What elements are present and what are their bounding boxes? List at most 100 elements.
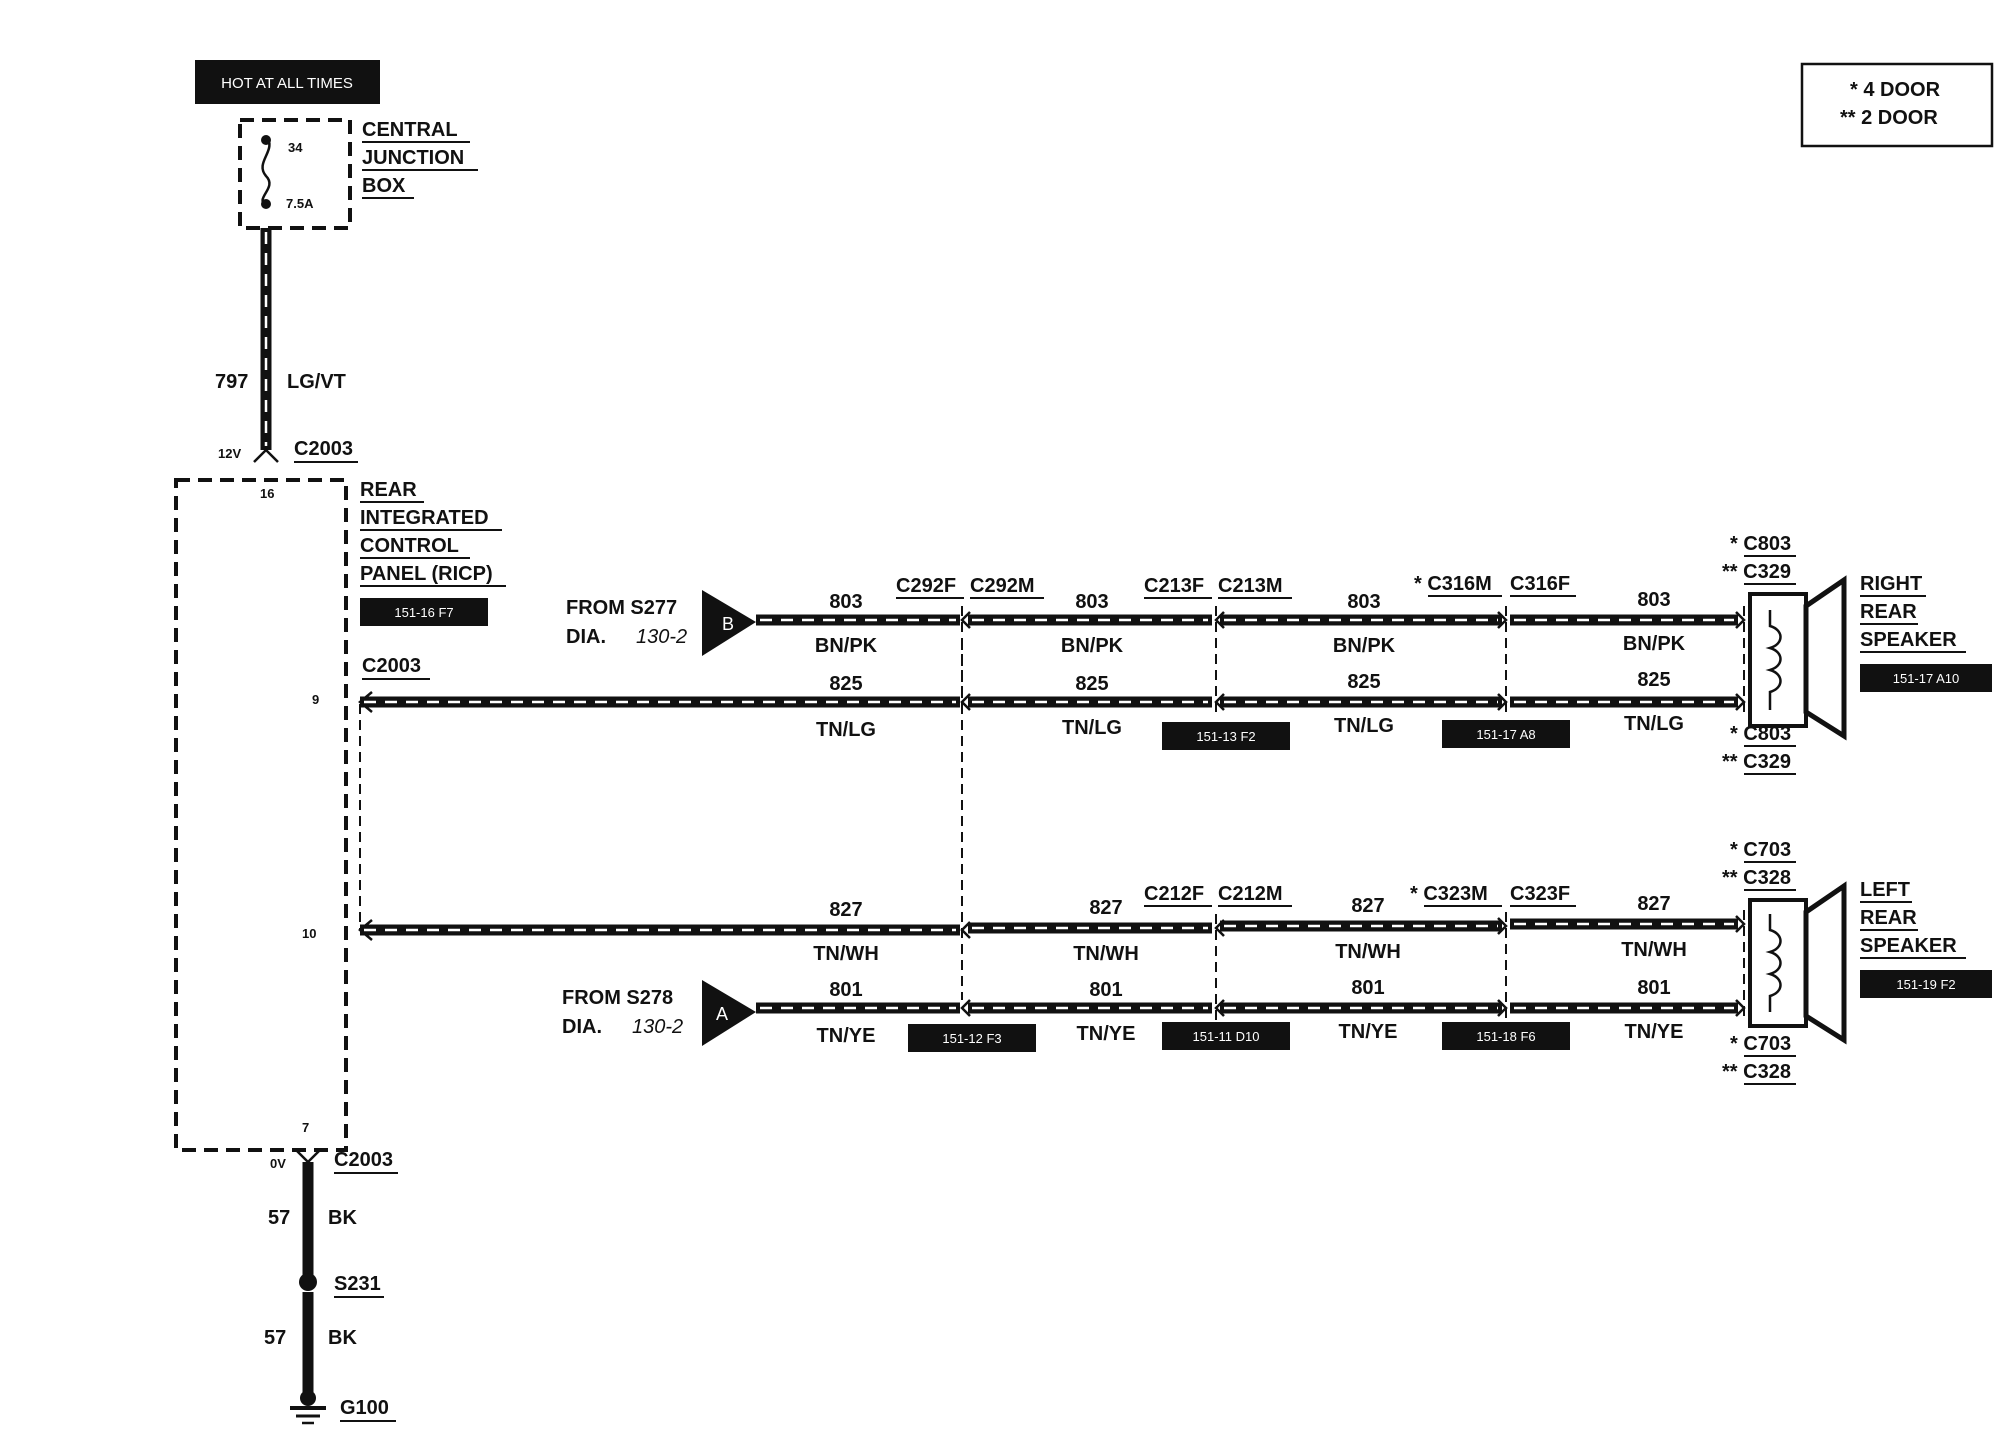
fuse-rating: 7.5A bbox=[286, 196, 314, 211]
right-speaker-coil bbox=[1765, 610, 1782, 710]
fuse-terminal-top bbox=[261, 135, 271, 145]
ref-151-17-a10: 151-17 A10 bbox=[1893, 671, 1960, 686]
cjb-label-line1: CENTRAL bbox=[362, 119, 458, 141]
connector-c212m: C212M bbox=[1218, 883, 1282, 905]
color-tnlg-4: TN/LG bbox=[1624, 713, 1684, 735]
wire-825-label-4: 825 bbox=[1637, 669, 1670, 691]
from-s278-page: 130-2 bbox=[632, 1016, 683, 1038]
connector-c213m: C213M bbox=[1218, 575, 1282, 597]
connector-c213f: C213F bbox=[1144, 575, 1204, 597]
wire-801-label-1: 801 bbox=[829, 979, 862, 1001]
wire-803-label-4: 803 bbox=[1637, 589, 1670, 611]
right-speaker-cone bbox=[1803, 575, 1847, 741]
left-rear-speaker: * C703 ** C328 * C703 ** C328 LEFT REAR … bbox=[1722, 839, 1992, 1085]
legend-4-door: * 4 DOOR bbox=[1850, 79, 1941, 101]
color-bk-upper: BK bbox=[328, 1207, 357, 1229]
color-tnwh-3: TN/WH bbox=[1335, 941, 1401, 963]
connector-c292f: C292F bbox=[896, 575, 956, 597]
left-speaker-label-2: REAR bbox=[1860, 907, 1917, 929]
color-tnlg-3: TN/LG bbox=[1334, 715, 1394, 737]
right-bot-c329: ** C329 bbox=[1722, 751, 1791, 773]
color-bnpk-1: BN/PK bbox=[815, 635, 878, 657]
fuse-number: 34 bbox=[288, 140, 303, 155]
connector-c316m: * C316M bbox=[1414, 573, 1492, 595]
pin-7: 7 bbox=[302, 1120, 309, 1135]
wire-825-label-3: 825 bbox=[1347, 671, 1380, 693]
legend-2-door: ** 2 DOOR bbox=[1840, 107, 1938, 129]
voltage-0v: 0V bbox=[270, 1156, 286, 1171]
color-tnwh-4: TN/WH bbox=[1621, 939, 1687, 961]
color-tnlg-1: TN/LG bbox=[816, 719, 876, 741]
wire-801-label-4: 801 bbox=[1637, 977, 1670, 999]
right-speaker-magnet bbox=[1748, 592, 1808, 728]
color-lg-vt: LG/VT bbox=[287, 371, 346, 393]
connector-c2003-mid: C2003 bbox=[362, 655, 421, 677]
right-speaker-label-2: REAR bbox=[1860, 601, 1917, 623]
connector-c212f: C212F bbox=[1144, 883, 1204, 905]
ref-151-11-d10: 151-11 D10 bbox=[1193, 1029, 1260, 1044]
wire-825-label-1: 825 bbox=[829, 673, 862, 695]
ref-151-12-f3: 151-12 F3 bbox=[942, 1031, 1001, 1046]
color-tnye-2: TN/YE bbox=[1077, 1023, 1136, 1045]
ground-symbol-dot bbox=[300, 1390, 316, 1406]
color-tnwh-1: TN/WH bbox=[813, 943, 879, 965]
from-s277-dia: DIA. bbox=[566, 626, 606, 648]
connector-c292m: C292M bbox=[970, 575, 1034, 597]
source-s277: FROM S277 DIA. 130-2 B bbox=[566, 590, 756, 656]
cjb-label-line2: JUNCTION bbox=[362, 147, 464, 169]
from-s278: FROM S278 bbox=[562, 987, 673, 1009]
right-speaker-label-3: SPEAKER bbox=[1860, 629, 1957, 651]
ref-151-13-f2: 151-13 F2 bbox=[1196, 729, 1255, 744]
hot-at-all-times-badge bbox=[195, 60, 380, 104]
ricp-ref-badge bbox=[360, 598, 488, 626]
reference-badges: 151-13 F2 151-17 A8 151-12 F3 151-11 D10… bbox=[908, 720, 1570, 1052]
source-b-arrow bbox=[702, 590, 756, 656]
ref-151-18-f6: 151-18 F6 bbox=[1476, 1029, 1535, 1044]
color-tnye-1: TN/YE bbox=[817, 1025, 876, 1047]
ref-151-17-a8: 151-17 A8 bbox=[1476, 727, 1535, 742]
circuit-57-lower: 57 bbox=[264, 1327, 286, 1349]
splice-s231-label: S231 bbox=[334, 1273, 381, 1295]
ground-section: 0V C2003 57 BK S231 57 BK G100 bbox=[264, 1149, 398, 1425]
connector-c2003-top-symbol bbox=[253, 448, 279, 463]
ricp-label-line2: INTEGRATED bbox=[360, 507, 489, 529]
wire-803-label-3: 803 bbox=[1347, 591, 1380, 613]
source-s278: FROM S278 DIA. 130-2 A bbox=[562, 980, 756, 1046]
ricp-module: REAR INTEGRATED CONTROL PANEL (RICP) 151… bbox=[174, 478, 963, 1152]
pin-9-connector bbox=[358, 691, 373, 713]
wire-827-label-4: 827 bbox=[1637, 893, 1670, 915]
wire-827-label-1: 827 bbox=[829, 899, 862, 921]
wire-801-label-2: 801 bbox=[1089, 979, 1122, 1001]
color-tnye-4: TN/YE bbox=[1625, 1021, 1684, 1043]
left-speaker-label-3: SPEAKER bbox=[1860, 935, 1957, 957]
left-top-c328: ** C328 bbox=[1722, 867, 1791, 889]
left-speaker-cone bbox=[1803, 881, 1847, 1045]
hot-at-all-times-text: HOT AT ALL TIMES bbox=[221, 75, 353, 92]
left-bot-c328: ** C328 bbox=[1722, 1061, 1791, 1083]
source-a-letter: A bbox=[716, 1004, 728, 1024]
wire-825-label-2: 825 bbox=[1075, 673, 1108, 695]
ground-g100: G100 bbox=[340, 1397, 389, 1419]
left-bot-c703: * C703 bbox=[1730, 1033, 1791, 1055]
ricp-label-line4: PANEL (RICP) bbox=[360, 563, 493, 585]
door-legend: * 4 DOOR ** 2 DOOR bbox=[1800, 62, 1994, 148]
wire-827-run bbox=[360, 918, 1738, 936]
color-bk-lower: BK bbox=[328, 1327, 357, 1349]
connector-c316f: C316F bbox=[1510, 573, 1570, 595]
wire-827-label-2: 827 bbox=[1089, 897, 1122, 919]
ricp-label-line3: CONTROL bbox=[360, 535, 459, 557]
ricp-label-line1: REAR bbox=[360, 479, 417, 501]
wire-827-label-3: 827 bbox=[1351, 895, 1384, 917]
pin-9: 9 bbox=[312, 692, 319, 707]
wire-803-label-1: 803 bbox=[829, 591, 862, 613]
right-top-c803: * C803 bbox=[1730, 533, 1791, 555]
ref-151-19-f2: 151-19 F2 bbox=[1896, 977, 1955, 992]
inline-connectors bbox=[960, 606, 1746, 1022]
power-section: HOT AT ALL TIMES 34 7.5A CENTRAL JUNCTIO… bbox=[195, 60, 478, 501]
wire-801-label-3: 801 bbox=[1351, 977, 1384, 999]
from-s277: FROM S277 bbox=[566, 597, 677, 619]
from-s277-page: 130-2 bbox=[636, 626, 687, 648]
ricp-ref: 151-16 F7 bbox=[394, 605, 453, 620]
circuit-797: 797 bbox=[215, 371, 248, 393]
